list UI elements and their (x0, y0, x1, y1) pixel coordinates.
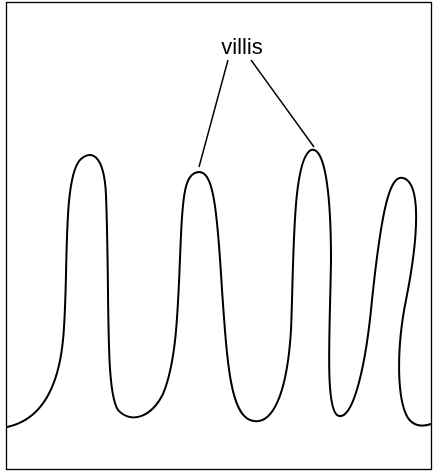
villis-label: villis (221, 34, 263, 59)
diagram-frame (5, 1, 433, 471)
villi-outline (6, 148, 432, 428)
label-leader-line-left (198, 59, 229, 168)
label-leader-line-right (250, 59, 315, 148)
